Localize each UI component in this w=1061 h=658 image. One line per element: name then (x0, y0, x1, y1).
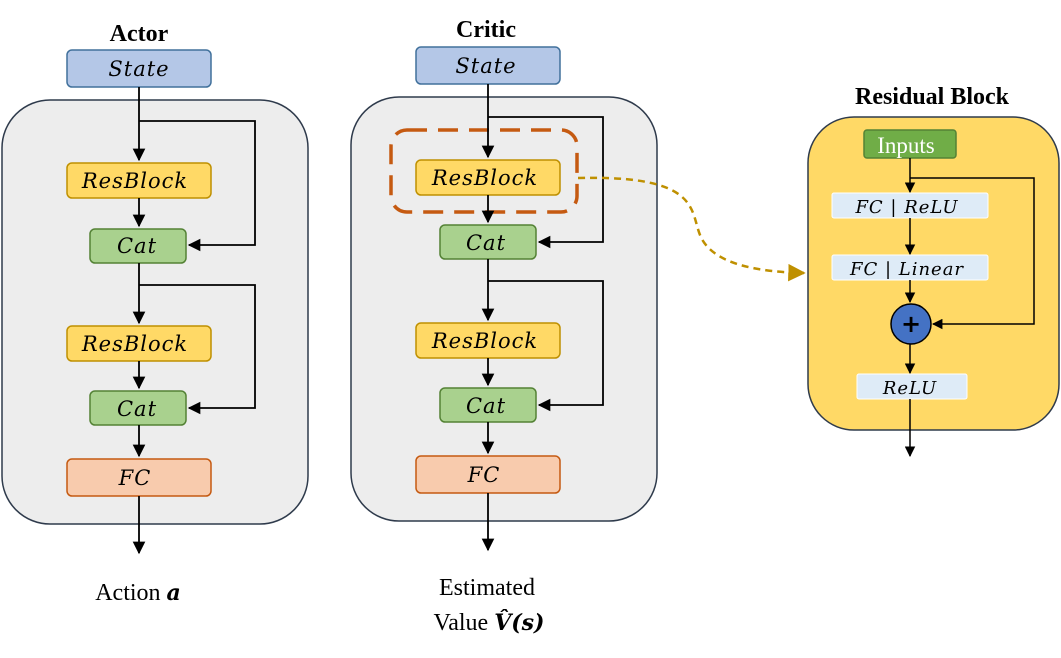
actor-fc-label: FC (118, 466, 152, 490)
residual-fc-linear-label: FC | Linear (849, 259, 964, 280)
critic-state-label: State (455, 54, 516, 78)
residual-title: Residual Block (855, 84, 1010, 110)
critic-resblock-1-label: ResBlock (431, 166, 538, 190)
actor-output-symbol: a (167, 580, 181, 606)
actor-output-text: Action (95, 580, 160, 606)
actor-panel (1, 99, 309, 525)
critic-skip-1 (488, 116, 604, 249)
critic-network: Critic State ResBlock Cat ResBlock Cat F… (350, 17, 658, 636)
residual-add-symbol: + (901, 310, 921, 338)
residual-inputs-label: Inputs (877, 133, 935, 158)
critic-highlight-box (389, 128, 579, 214)
critic-cat-2-label: Cat (466, 394, 506, 418)
actor-cat-1 (89, 228, 187, 264)
highlight-to-residual-link (577, 176, 806, 282)
residual-block: Residual Block Inputs FC | ReLU FC | Lin… (807, 84, 1060, 458)
actor-state-label: State (108, 57, 169, 81)
actor-network: Actor State ResBlock Cat ResBlock Cat FC… (1, 21, 309, 606)
actor-title: Actor (110, 21, 169, 47)
actor-resblock-2-label: ResBlock (81, 332, 188, 356)
residual-fc-relu-label: FC | ReLU (854, 197, 958, 218)
critic-panel (350, 96, 658, 522)
critic-output-text: Value (434, 610, 489, 636)
critic-cat-1-label: Cat (466, 231, 506, 255)
critic-skip-2 (488, 280, 604, 412)
residual-skip (910, 177, 1035, 330)
actor-output-label: Action a (95, 580, 181, 606)
critic-output-line1: Estimated (439, 575, 535, 601)
critic-output-symbol: V̂(s) (494, 610, 544, 636)
critic-output-line2: Value V̂(s) (434, 610, 545, 636)
actor-cat-2-label: Cat (117, 397, 157, 421)
residual-relu-label: ReLU (882, 378, 937, 399)
actor-skip-1 (139, 120, 256, 252)
actor-cat-1-label: Cat (117, 234, 157, 258)
actor-resblock-1-label: ResBlock (81, 169, 188, 193)
critic-resblock-2-label: ResBlock (431, 329, 538, 353)
actor-cat-2 (89, 390, 187, 426)
critic-title: Critic (456, 17, 516, 43)
actor-skip-2 (139, 284, 256, 415)
residual-add-node (890, 303, 932, 345)
critic-fc-label: FC (467, 463, 501, 487)
